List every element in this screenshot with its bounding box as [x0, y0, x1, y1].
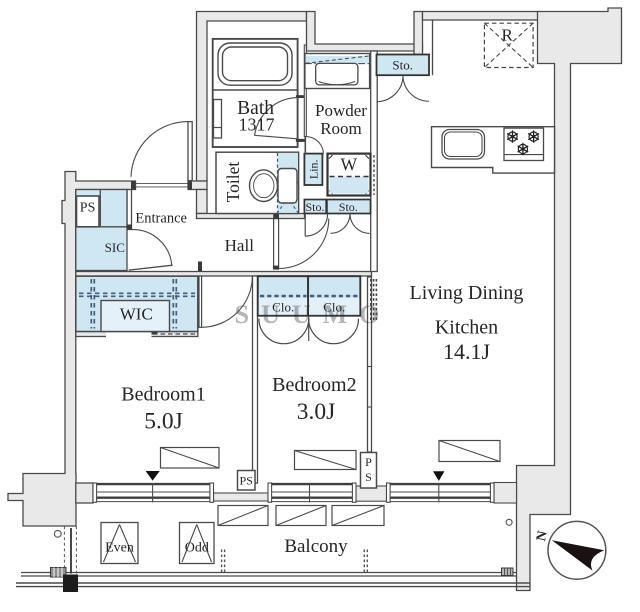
svg-text:Room: Room — [320, 119, 362, 138]
svg-text:Sto.: Sto. — [339, 200, 358, 214]
svg-text:Living Dining: Living Dining — [410, 282, 524, 304]
svg-text:S: S — [365, 470, 372, 484]
svg-text:Sto.: Sto. — [305, 200, 324, 214]
svg-text:Bedroom2: Bedroom2 — [272, 374, 356, 396]
svg-text:Bath: Bath — [237, 98, 274, 119]
svg-text:WIC: WIC — [120, 305, 153, 324]
svg-text:Odd: Odd — [185, 541, 209, 556]
svg-text:Toilet: Toilet — [223, 162, 243, 203]
svg-text:R: R — [502, 25, 514, 44]
svg-text:Hall: Hall — [225, 236, 255, 255]
svg-text:Lin.: Lin. — [307, 159, 321, 179]
svg-text:Kitchen: Kitchen — [435, 317, 498, 339]
svg-text:Balcony: Balcony — [284, 536, 348, 557]
svg-text:SUUMO: SUUMO — [235, 300, 392, 329]
svg-text:Clo.: Clo. — [323, 299, 345, 314]
svg-text:N: N — [534, 530, 551, 543]
svg-text:Powder: Powder — [315, 101, 367, 120]
svg-text:Clo.: Clo. — [272, 299, 294, 314]
svg-text:14.1J: 14.1J — [443, 339, 491, 364]
svg-text:PS: PS — [80, 201, 96, 216]
svg-text:SIC: SIC — [105, 240, 125, 255]
svg-text:Sto.: Sto. — [392, 57, 413, 72]
svg-text:3.0J: 3.0J — [297, 399, 336, 425]
svg-text:1317: 1317 — [239, 115, 275, 135]
svg-text:Entrance: Entrance — [135, 211, 187, 227]
svg-text:Even: Even — [105, 541, 134, 556]
svg-text:W: W — [341, 155, 358, 175]
svg-text:P: P — [365, 455, 372, 469]
svg-text:PS: PS — [240, 474, 253, 488]
svg-text:Bedroom1: Bedroom1 — [121, 384, 205, 406]
svg-text:5.0J: 5.0J — [144, 409, 183, 435]
